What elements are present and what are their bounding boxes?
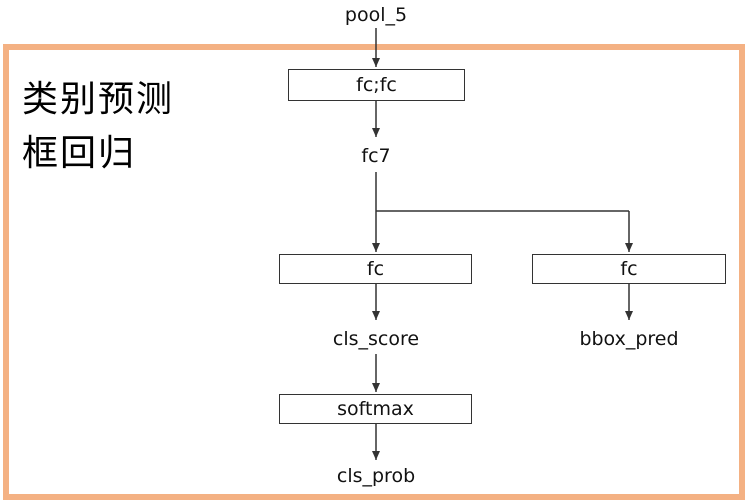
node-fc-cls-box: fc [279,254,472,284]
node-fcfc-box: fc;fc [288,69,465,101]
node-bbox-pred: bbox_pred [579,328,679,350]
node-cls-prob: cls_prob [336,465,416,487]
highlight-frame [3,44,745,500]
node-softmax-box: softmax [279,394,472,424]
node-cls-score: cls_score [332,328,420,350]
node-fc-bbox-box: fc [532,254,726,284]
caption-line-2: 框回归 [22,133,137,174]
node-pool5: pool_5 [344,4,408,26]
caption-line-1: 类别预测 [22,79,175,120]
node-fc7: fc7 [361,145,391,167]
